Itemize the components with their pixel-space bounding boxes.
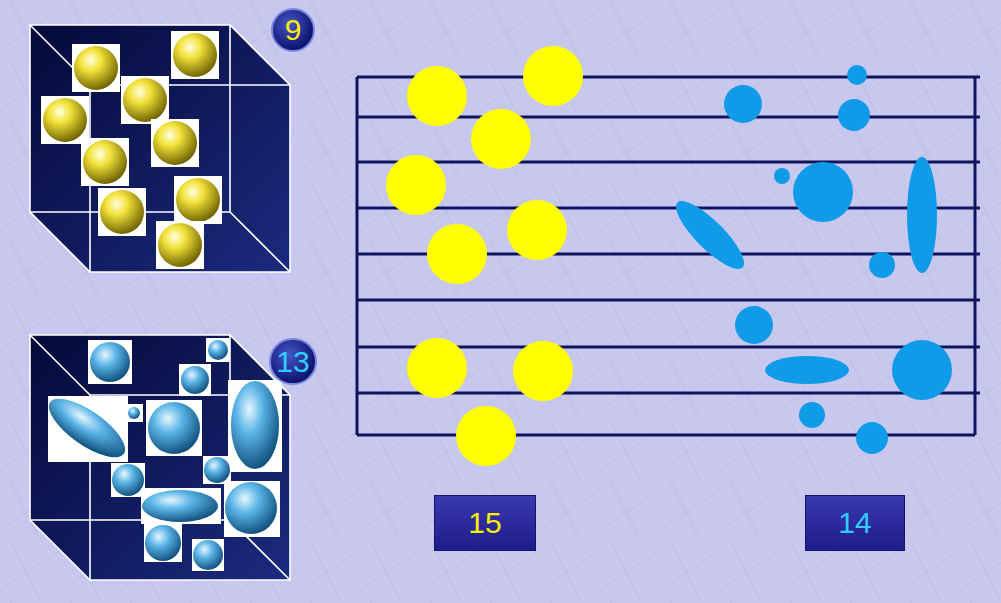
- grid-line: [357, 299, 980, 302]
- yellow-dot: [407, 338, 467, 398]
- blue-dot: [793, 162, 853, 222]
- callout-number: 13: [269, 338, 316, 385]
- sphere-tile: [98, 188, 146, 236]
- blue-ellipsoid: [142, 490, 218, 522]
- yellow-dot: [507, 200, 567, 260]
- yellow-dots: [386, 46, 583, 466]
- count-label: 14: [838, 508, 871, 538]
- particle-tile: [206, 338, 230, 362]
- yellow-sphere: [100, 190, 144, 234]
- blue-sphere: [208, 340, 228, 360]
- blue-sphere: [225, 482, 277, 534]
- yellow-sphere: [153, 121, 197, 165]
- blue-sphere: [145, 525, 181, 561]
- blue-ellipsoid: [231, 381, 279, 469]
- cube-edge: [30, 335, 290, 580]
- yellow-dot: [407, 66, 467, 126]
- blue-dot: [799, 402, 825, 428]
- particle-tile: [203, 456, 231, 484]
- count-label: 9: [285, 15, 302, 45]
- yellow-sphere: [176, 178, 220, 222]
- staff-grid: [357, 77, 980, 435]
- cube-edge: [30, 25, 290, 272]
- yellow-dot: [386, 155, 446, 215]
- particle-group: [40, 338, 282, 571]
- blue-dot: [724, 85, 762, 123]
- count-label: 13: [276, 347, 309, 377]
- blue-sphere: [181, 366, 209, 394]
- sphere-tile: [72, 44, 120, 92]
- sphere-tile: [171, 31, 219, 79]
- blue-ellipse: [668, 193, 753, 278]
- particle-tile: [192, 539, 224, 571]
- blue-dot: [869, 252, 895, 278]
- yellow-sphere: [83, 140, 127, 184]
- cube-bottom: [30, 335, 290, 580]
- count-box: 14: [805, 495, 905, 551]
- yellow-dot: [471, 109, 531, 169]
- blue-sphere: [128, 407, 140, 419]
- yellow-sphere: [74, 46, 118, 90]
- yellow-dot: [456, 406, 516, 466]
- blue-sphere: [204, 457, 230, 483]
- blue-dot: [892, 340, 952, 400]
- sphere-group: [41, 31, 222, 269]
- particle-tile: [111, 463, 145, 497]
- particle-tile: [88, 340, 132, 384]
- blue-dot: [847, 65, 867, 85]
- sphere-tile: [41, 96, 89, 144]
- blue-dot: [735, 306, 773, 344]
- count-box: 15: [434, 495, 536, 551]
- particle-tile: [146, 400, 202, 456]
- blue-ellipse: [907, 157, 937, 273]
- yellow-sphere: [158, 223, 202, 267]
- cube-top: [30, 25, 290, 272]
- grid-line: [356, 77, 359, 435]
- count-label: 15: [468, 508, 501, 538]
- blue-sphere: [112, 464, 144, 496]
- blue-sphere: [90, 342, 130, 382]
- cube-body: [30, 335, 290, 580]
- blue-dots: [668, 65, 952, 454]
- yellow-sphere: [173, 33, 217, 77]
- grid-line: [357, 161, 980, 164]
- sphere-tile: [174, 176, 222, 224]
- blue-dot: [774, 168, 790, 184]
- particle-tile: [224, 481, 280, 537]
- blue-sphere: [193, 540, 223, 570]
- sphere-tile: [151, 119, 199, 167]
- blue-ellipsoid: [40, 388, 133, 467]
- blue-dot: [856, 422, 888, 454]
- sphere-tile: [81, 138, 129, 186]
- particle-tile: [179, 364, 211, 396]
- grid-line: [974, 77, 977, 435]
- yellow-dot: [513, 341, 573, 401]
- yellow-dot: [523, 46, 583, 106]
- yellow-sphere: [43, 98, 87, 142]
- particle-tile: [141, 488, 221, 524]
- sphere-tile: [121, 76, 169, 124]
- particle-tile: [228, 380, 282, 472]
- blue-ellipse: [765, 356, 849, 384]
- cube-body: [30, 25, 290, 272]
- yellow-sphere: [123, 78, 167, 122]
- sphere-tile: [156, 221, 204, 269]
- blue-dot: [838, 99, 870, 131]
- blue-sphere: [148, 402, 200, 454]
- callout-number: 9: [271, 8, 315, 52]
- yellow-dot: [427, 224, 487, 284]
- grid-line: [357, 207, 980, 210]
- particle-tile: [144, 524, 182, 562]
